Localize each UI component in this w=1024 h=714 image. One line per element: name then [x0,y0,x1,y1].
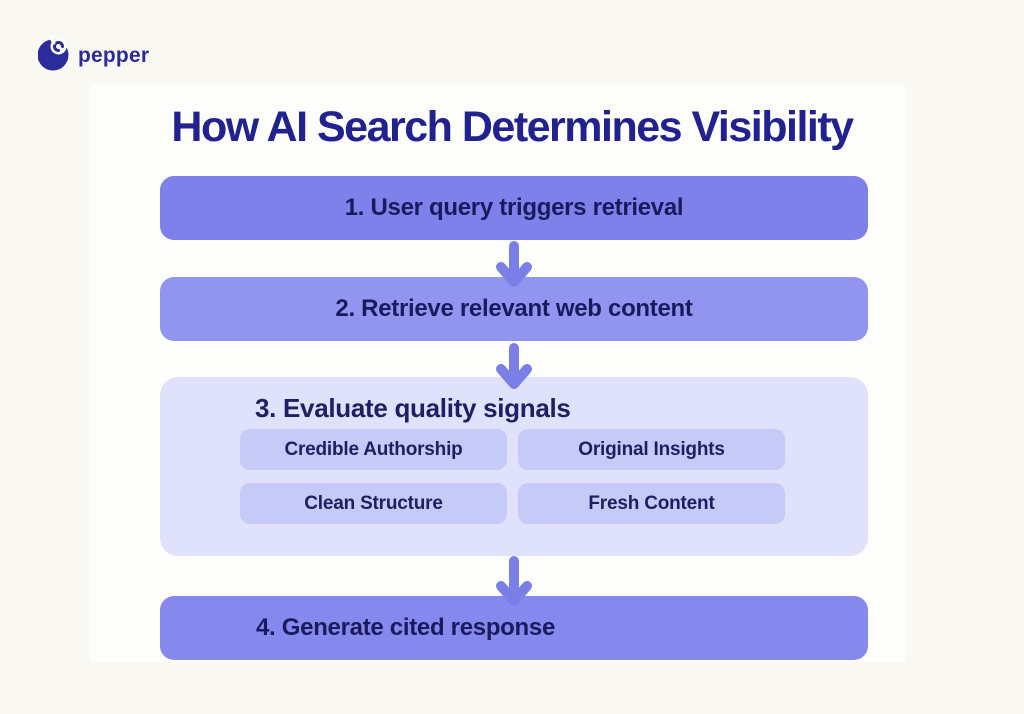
signal-credible-authorship: Credible Authorship [240,429,507,470]
step-2-box: 2. Retrieve relevant web content [160,277,868,341]
signal-label: Fresh Content [588,492,715,514]
quality-signals-grid: Credible Authorship Original Insights Cl… [240,429,786,524]
page-title: How AI Search Determines Visibility [171,103,854,151]
signal-fresh-content: Fresh Content [518,483,785,524]
signal-label: Clean Structure [304,492,443,514]
step-1-box: 1. User query triggers retrieval [160,176,868,240]
step-3-box: 3. Evaluate quality signals Credible Aut… [160,377,868,556]
step-3-label: 3. Evaluate quality signals [255,393,571,423]
step-4-label: 4. Generate cited response [256,614,555,641]
step-2-label: 2. Retrieve relevant web content [335,295,693,322]
pepper-logo: pepper [37,35,150,76]
step-4-box: 4. Generate cited response [160,596,868,660]
down-arrow-icon [495,241,533,289]
down-arrow-icon [495,343,533,391]
signal-original-insights: Original Insights [518,429,785,470]
pepper-logo-icon [37,35,69,76]
step-1-label: 1. User query triggers retrieval [344,194,684,221]
pepper-logo-text: pepper [78,44,150,67]
signal-label: Original Insights [578,438,725,460]
signal-label: Credible Authorship [284,438,463,460]
signal-clean-structure: Clean Structure [240,483,507,524]
down-arrow-icon [495,556,533,608]
